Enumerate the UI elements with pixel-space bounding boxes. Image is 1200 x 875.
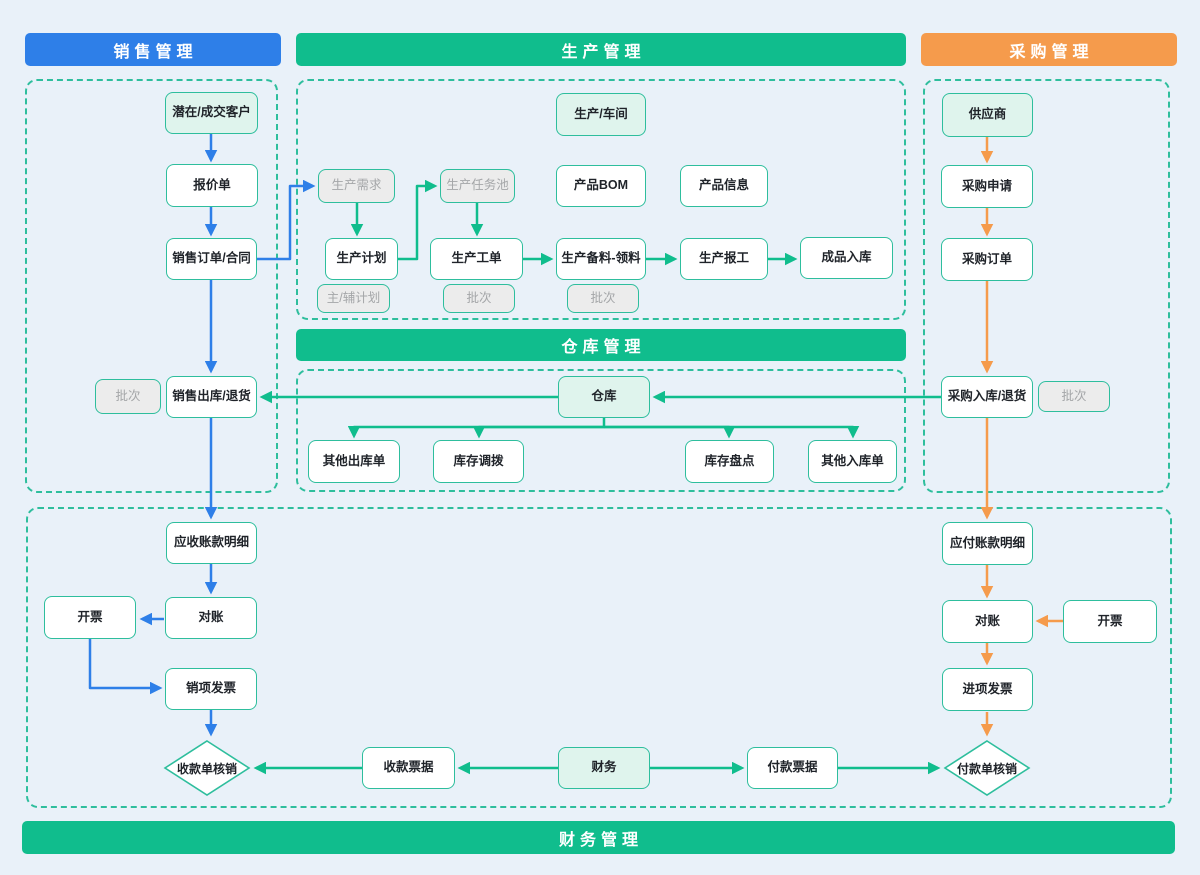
sales-group-container xyxy=(25,79,278,493)
node-ap-detail[interactable]: 应付账款明细 xyxy=(942,522,1033,565)
node-prod-workorder[interactable]: 生产工单 xyxy=(430,238,523,280)
node-main-aux-plan[interactable]: 主/辅计划 xyxy=(317,284,390,313)
node-prod-demand[interactable]: 生产需求 xyxy=(318,169,395,203)
node-customer[interactable]: 潜在/成交客户 xyxy=(165,92,258,134)
purchase-group-container xyxy=(923,79,1170,493)
diamond-shape xyxy=(163,740,251,796)
node-sales-outbound[interactable]: 销售出库/退货 xyxy=(166,376,257,418)
finance-group-container xyxy=(26,507,1172,808)
warehouse-group-container xyxy=(296,369,906,492)
node-batch-purchase[interactable]: 批次 xyxy=(1038,381,1110,412)
node-payment-note[interactable]: 付款票据 xyxy=(747,747,838,789)
production-header-bar[interactable]: 生产管理 xyxy=(296,33,906,66)
sales-flow-arrows xyxy=(88,134,316,737)
node-finance[interactable]: 财务 xyxy=(558,747,650,789)
node-reconcile-ar[interactable]: 对账 xyxy=(165,597,257,639)
node-purchase-invoice[interactable]: 进项发票 xyxy=(942,668,1033,711)
purchase-flow-arrows xyxy=(980,137,1063,737)
node-finished-inbound[interactable]: 成品入库 xyxy=(800,237,893,279)
finance-header-bar[interactable]: 财务管理 xyxy=(22,821,1175,854)
node-workshop[interactable]: 生产/车间 xyxy=(556,93,646,136)
node-stock-transfer[interactable]: 库存调拨 xyxy=(433,440,524,483)
node-batch-workorder[interactable]: 批次 xyxy=(443,284,515,313)
production-warehouse-arrows xyxy=(253,179,941,775)
node-payment-writeoff-label: 付款单核销 xyxy=(956,761,1017,776)
node-payment-writeoff[interactable]: 付款单核销 xyxy=(943,739,1031,797)
node-prod-material[interactable]: 生产备料-领料 xyxy=(556,238,646,280)
node-invoice-ar[interactable]: 开票 xyxy=(44,596,136,639)
node-reconcile-ap[interactable]: 对账 xyxy=(942,600,1033,643)
node-stock-count[interactable]: 库存盘点 xyxy=(685,440,774,483)
node-receipt-note[interactable]: 收款票据 xyxy=(362,747,455,789)
node-purchase-inbound[interactable]: 采购入库/退货 xyxy=(941,376,1033,418)
node-other-inbound[interactable]: 其他入库单 xyxy=(808,440,897,483)
node-product-info[interactable]: 产品信息 xyxy=(680,165,768,207)
node-batch-sales[interactable]: 批次 xyxy=(95,379,161,414)
node-other-outbound[interactable]: 其他出库单 xyxy=(308,440,400,483)
production-group-container xyxy=(296,79,906,320)
node-prod-plan[interactable]: 生产计划 xyxy=(325,238,398,280)
node-sales-invoice[interactable]: 销项发票 xyxy=(165,668,257,710)
node-quotation[interactable]: 报价单 xyxy=(166,164,258,207)
node-batch-material[interactable]: 批次 xyxy=(567,284,639,313)
node-receipt-writeoff[interactable]: 收款单核销 xyxy=(163,739,251,797)
warehouse-header-bar[interactable]: 仓库管理 xyxy=(296,329,906,361)
node-invoice-ap[interactable]: 开票 xyxy=(1063,600,1157,643)
node-purchase-request[interactable]: 采购申请 xyxy=(941,165,1033,208)
node-warehouse[interactable]: 仓库 xyxy=(558,376,650,418)
node-product-bom[interactable]: 产品BOM xyxy=(556,165,646,207)
purchase-header-bar[interactable]: 采购管理 xyxy=(921,33,1177,66)
node-ar-detail[interactable]: 应收账款明细 xyxy=(166,522,257,564)
node-prod-task-pool[interactable]: 生产任务池 xyxy=(440,169,515,203)
node-sales-order[interactable]: 销售订单/合同 xyxy=(166,238,257,280)
node-receipt-writeoff-label: 收款单核销 xyxy=(176,761,237,776)
diamond-shape xyxy=(943,740,1031,796)
node-prod-report[interactable]: 生产报工 xyxy=(680,238,768,280)
sales-header-bar[interactable]: 销售管理 xyxy=(25,33,281,66)
node-supplier[interactable]: 供应商 xyxy=(942,93,1033,137)
node-purchase-order[interactable]: 采购订单 xyxy=(941,238,1033,281)
